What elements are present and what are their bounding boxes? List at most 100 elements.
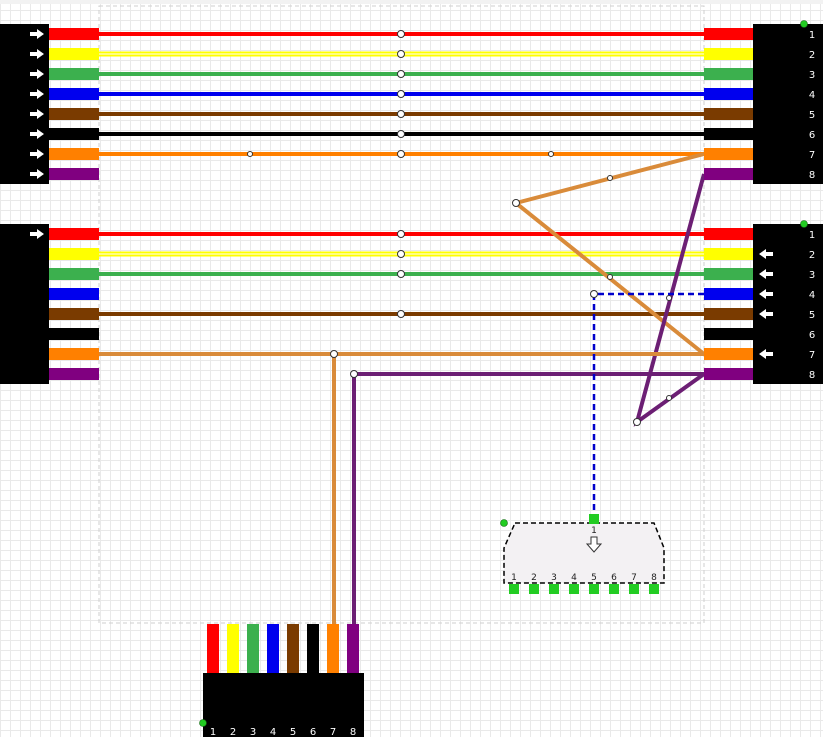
connector-mid_right-pin-1[interactable] xyxy=(704,228,753,240)
connector-bottom-pin-5[interactable] xyxy=(287,624,299,673)
connector-top_right-pin-3[interactable] xyxy=(704,68,753,80)
connector-top_left-pin-8[interactable] xyxy=(49,168,99,180)
wire-midpoint-handle[interactable] xyxy=(666,395,672,401)
wire-handle[interactable] xyxy=(633,418,641,426)
wire-handle[interactable] xyxy=(397,110,405,118)
wire-handle[interactable] xyxy=(330,350,338,358)
connector-top_right-body[interactable] xyxy=(753,24,806,184)
arrow-right-icon xyxy=(30,149,44,159)
wire-midpoint-handle[interactable] xyxy=(247,151,253,157)
connector-top_right-pin-label: 3 xyxy=(809,70,815,81)
connector-bottom-pin-3[interactable] xyxy=(247,624,259,673)
arrow-left-icon xyxy=(759,349,773,359)
wire-handle[interactable] xyxy=(397,70,405,78)
connector-top_left-pin-4[interactable] xyxy=(49,88,99,100)
wire-handle[interactable] xyxy=(350,370,358,378)
splice-box-pin-6[interactable] xyxy=(609,584,619,594)
connector-mid_left-pin-8[interactable] xyxy=(49,368,99,380)
connector-top_right-pin-2[interactable] xyxy=(704,48,753,60)
splice-box-pin-5[interactable] xyxy=(589,584,599,594)
splice-box-pin-4[interactable] xyxy=(569,584,579,594)
connector-mid_right-pin-2[interactable] xyxy=(704,248,753,260)
connector-top_left-pin-7[interactable] xyxy=(49,148,99,160)
connector-top_left-pin-2[interactable] xyxy=(49,48,99,60)
splice-box-anchor[interactable] xyxy=(500,519,508,527)
wire-orange-bottom[interactable] xyxy=(99,352,336,624)
connector-mid_left-pin-6[interactable] xyxy=(49,328,99,340)
wire-handle[interactable] xyxy=(397,130,405,138)
splice-box-pin-7[interactable] xyxy=(629,584,639,594)
splice-box-top-pin[interactable] xyxy=(589,514,599,524)
arrow-right-icon xyxy=(30,129,44,139)
wire-handle[interactable] xyxy=(397,50,405,58)
connector-top_right-pin-4[interactable] xyxy=(704,88,753,100)
wire-midpoint-handle[interactable] xyxy=(607,175,613,181)
wire-blue-dashed[interactable] xyxy=(592,292,704,518)
connector-top_right-pin-7[interactable] xyxy=(704,148,753,160)
connector-bottom-pin-2[interactable] xyxy=(227,624,239,673)
splice-box-pin-8[interactable] xyxy=(649,584,659,594)
wire-midpoint-handle[interactable] xyxy=(666,295,672,301)
connector-mid_right-anchor[interactable] xyxy=(800,220,808,228)
connector-top_right-pin-1[interactable] xyxy=(704,28,753,40)
connector-top_right-pin-5[interactable] xyxy=(704,108,753,120)
connector-mid_left-body[interactable] xyxy=(0,224,49,384)
wire-handle[interactable] xyxy=(397,250,405,258)
arrow-left-icon xyxy=(759,289,773,299)
wire-handle[interactable] xyxy=(397,150,405,158)
wire-handle[interactable] xyxy=(397,230,405,238)
wire-midpoint-handle[interactable] xyxy=(548,151,554,157)
wire-handle[interactable] xyxy=(397,30,405,38)
connector-mid_left-pin-3[interactable] xyxy=(49,268,99,280)
wire-handle[interactable] xyxy=(590,290,598,298)
wire-midpoint-handle[interactable] xyxy=(607,274,613,280)
connector-top_right-pin-label: 6 xyxy=(809,130,815,141)
connector-mid_right-pin-8[interactable] xyxy=(704,368,753,380)
wire-handle[interactable] xyxy=(397,310,405,318)
connector-mid_right-body[interactable] xyxy=(753,224,806,384)
connector-mid_left-pin-5[interactable] xyxy=(49,308,99,320)
arrow-right-icon xyxy=(30,229,44,239)
connector-top_left-pin-6[interactable] xyxy=(49,128,99,140)
connector-top_left-body[interactable] xyxy=(0,24,49,184)
splice-box-pin-1[interactable] xyxy=(509,584,519,594)
connector-bottom-anchor[interactable] xyxy=(199,719,207,727)
connector-top_right-pin-6[interactable] xyxy=(704,128,753,140)
connector-mid_left-pin-2[interactable] xyxy=(49,248,99,260)
arrow-left-icon xyxy=(759,269,773,279)
connector-mid_right-pin-label: 3 xyxy=(809,270,815,281)
splice-box-body[interactable] xyxy=(503,522,665,584)
connector-mid_left-pin-4[interactable] xyxy=(49,288,99,300)
splice-box-pin-3[interactable] xyxy=(549,584,559,594)
connector-top_left-pin-3[interactable] xyxy=(49,68,99,80)
wire-handle[interactable] xyxy=(512,199,520,207)
connector-mid_right-pin-label: 7 xyxy=(809,350,815,361)
connector-mid_right-pin-6[interactable] xyxy=(704,328,753,340)
arrow-down-icon xyxy=(585,536,603,553)
connector-mid_right-pin-7[interactable] xyxy=(704,348,753,360)
connector-mid_right-pin-label: 8 xyxy=(809,370,815,381)
connector-mid_left-pin-7[interactable] xyxy=(49,348,99,360)
splice-box-pin-2[interactable] xyxy=(529,584,539,594)
wire-handle[interactable] xyxy=(397,90,405,98)
connector-bottom-pin-label: 3 xyxy=(250,727,256,737)
arrow-right-icon xyxy=(30,109,44,119)
connector-mid_left-pin-1[interactable] xyxy=(49,228,99,240)
arrow-left-icon xyxy=(759,309,773,319)
wire-handle[interactable] xyxy=(397,270,405,278)
connector-bottom-body[interactable] xyxy=(203,673,364,737)
connector-bottom-pin-1[interactable] xyxy=(207,624,219,673)
connector-top_left-pin-5[interactable] xyxy=(49,108,99,120)
arrow-right-icon xyxy=(30,169,44,179)
connector-bottom-pin-4[interactable] xyxy=(267,624,279,673)
connector-top_left-pin-1[interactable] xyxy=(49,28,99,40)
connector-mid_right-pin-4[interactable] xyxy=(704,288,753,300)
connector-top_right-anchor[interactable] xyxy=(800,20,808,28)
connector-bottom-pin-6[interactable] xyxy=(307,624,319,673)
connector-mid_right-pin-3[interactable] xyxy=(704,268,753,280)
connector-bottom-pin-7[interactable] xyxy=(327,624,339,673)
connector-mid_right-pin-5[interactable] xyxy=(704,308,753,320)
connector-top_right-pin-8[interactable] xyxy=(704,168,753,180)
connector-bottom-pin-8[interactable] xyxy=(347,624,359,673)
